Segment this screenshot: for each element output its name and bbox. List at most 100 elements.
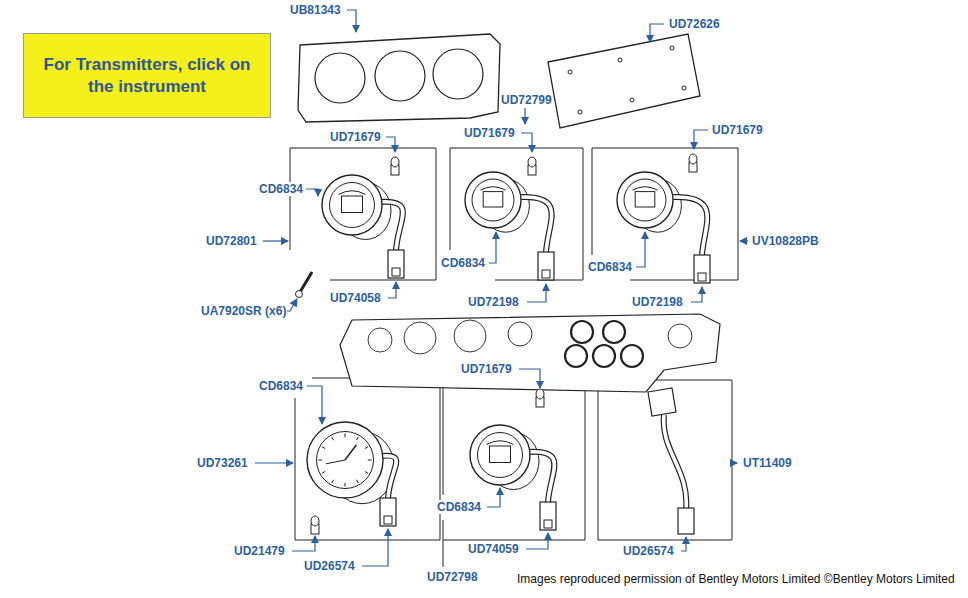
leader-line xyxy=(306,189,318,196)
group-bracket xyxy=(443,380,585,567)
bulb-glass xyxy=(391,157,399,167)
panel-hole xyxy=(375,51,425,101)
part-number: UD72626 xyxy=(668,17,721,31)
plug-latch xyxy=(384,516,392,524)
part-number: UD73261 xyxy=(196,456,249,470)
gauge-needle xyxy=(632,187,657,191)
gauge-bezel xyxy=(470,425,530,485)
leader-line xyxy=(681,537,686,551)
fascia-dial xyxy=(668,324,692,348)
gauge-face xyxy=(478,433,523,478)
fascia-gauge-hole xyxy=(571,321,593,343)
fascia-gauge-hole xyxy=(593,345,615,367)
cable-core xyxy=(527,452,554,502)
gauge-face xyxy=(624,179,666,221)
gauge xyxy=(470,425,556,530)
part-number: CD6834 xyxy=(436,500,482,514)
fascia-gauge-hole xyxy=(603,321,625,343)
clock-tick xyxy=(365,447,368,449)
leader-line xyxy=(694,130,708,149)
part-number: UA7920SR (x6) xyxy=(200,304,287,318)
leader-line xyxy=(521,133,532,152)
cable xyxy=(670,197,707,255)
part-number: UT11409 xyxy=(742,456,793,470)
plug-latch xyxy=(698,273,706,281)
bulb xyxy=(311,516,319,534)
gauge-window xyxy=(635,192,655,207)
instrument-panel xyxy=(298,34,500,122)
plug xyxy=(678,508,694,534)
leader-line xyxy=(307,386,322,424)
part-number: CD6834 xyxy=(440,256,486,270)
gauge-window xyxy=(342,196,363,213)
fascia-dial xyxy=(368,328,392,352)
leader-line xyxy=(526,533,548,549)
plug xyxy=(540,502,556,530)
clock-hand xyxy=(345,445,356,460)
gauge xyxy=(322,175,404,278)
panel-hole xyxy=(433,49,483,99)
part-number: CD6834 xyxy=(587,260,633,274)
fascia-outline xyxy=(340,314,720,392)
cable xyxy=(527,452,554,502)
group-bracket xyxy=(290,148,436,280)
leader-line xyxy=(527,284,546,302)
plug-latch xyxy=(544,520,552,528)
group-bracket xyxy=(598,380,732,540)
gauge-window xyxy=(483,192,503,207)
part-number: CD6834 xyxy=(258,182,304,196)
part-number: UD71679 xyxy=(711,123,764,137)
leader-line xyxy=(386,137,395,152)
fascia-gauge-hole xyxy=(565,345,587,367)
leader-line xyxy=(263,240,288,241)
leader-line xyxy=(489,232,496,263)
clock-tick xyxy=(345,433,346,437)
gauge-window xyxy=(490,446,511,463)
clock-tick xyxy=(345,483,346,487)
clock-tick xyxy=(318,460,322,461)
bulb-glass xyxy=(536,389,544,399)
bulb xyxy=(391,157,399,175)
plug xyxy=(380,498,396,526)
part-number: UD71679 xyxy=(460,362,513,376)
panel-outline xyxy=(298,34,500,122)
cable-core xyxy=(664,415,687,510)
clock-tick xyxy=(332,437,334,440)
plug-latch xyxy=(542,270,550,278)
gauge-bezel xyxy=(617,172,673,228)
screw xyxy=(296,272,313,298)
note-text: For Transmitters, click on the instrumen… xyxy=(35,54,259,98)
gauge xyxy=(307,422,396,526)
part-number: UD74059 xyxy=(467,542,520,556)
plate-hole xyxy=(578,110,582,114)
screw-shank xyxy=(300,272,312,292)
bulb xyxy=(689,154,697,172)
harness-connector xyxy=(648,388,676,416)
clock-hand xyxy=(326,460,345,464)
clock-tick xyxy=(322,471,325,473)
part-number: UD26574 xyxy=(622,544,675,558)
plug xyxy=(538,252,554,280)
plug xyxy=(694,255,710,283)
part-number: UD71679 xyxy=(329,130,382,144)
cable-core xyxy=(379,202,403,250)
fascia-dial xyxy=(454,320,486,352)
plug xyxy=(388,250,404,278)
clock-tick xyxy=(356,480,358,483)
leader-line xyxy=(292,536,315,551)
gauge-bezel xyxy=(322,175,382,235)
part-number: UD72198 xyxy=(631,295,684,309)
cable-core xyxy=(518,197,551,252)
part-number: UD72198 xyxy=(467,295,520,309)
clock-tick xyxy=(322,447,325,449)
clock-tick xyxy=(368,460,372,461)
screw-head xyxy=(296,291,303,298)
plate-hole xyxy=(618,58,622,62)
gauge-needle xyxy=(487,441,514,445)
part-number: UD72798 xyxy=(426,570,479,584)
part-number: UD72799 xyxy=(500,93,553,107)
clock-tick xyxy=(365,471,368,473)
note-box: For Transmitters, click on the instrumen… xyxy=(23,33,271,118)
plate-hole xyxy=(670,46,674,50)
